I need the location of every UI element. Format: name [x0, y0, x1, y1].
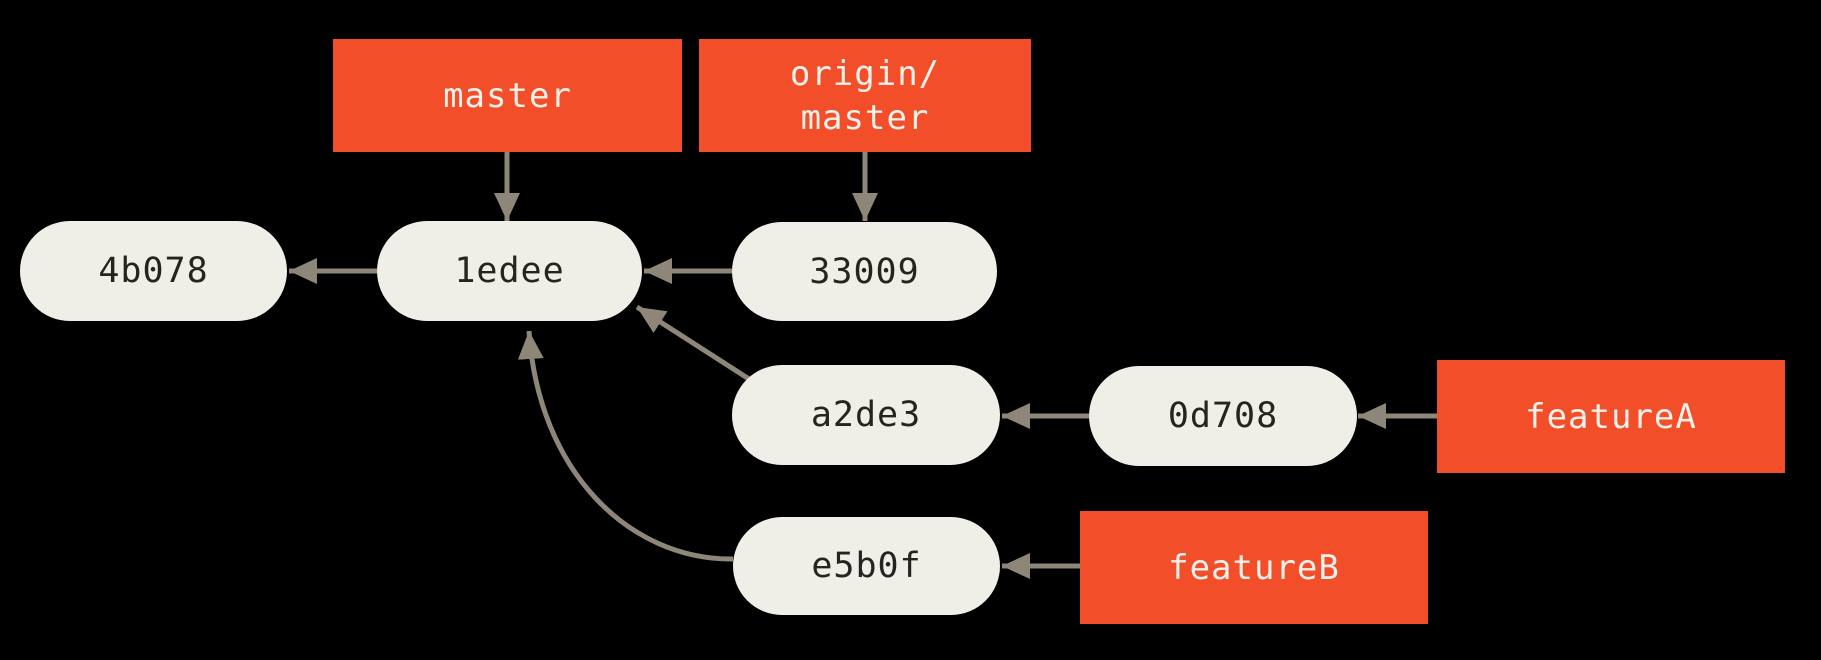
commit-node-33009: 33009	[732, 222, 997, 321]
branch-label-featureA: featureA	[1437, 360, 1785, 473]
branch-label-featureB: featureB	[1080, 511, 1428, 624]
commit-node-1edee: 1edee	[377, 221, 642, 321]
commit-node-a2de3: a2de3	[732, 365, 1000, 465]
branch-label-master: master	[333, 39, 682, 152]
branch-label-origin-master: origin/ master	[699, 39, 1031, 152]
commit-node-4b078: 4b078	[20, 221, 287, 321]
edge-e5b0f-to-1edee	[517, 330, 734, 562]
commit-node-e5b0f: e5b0f	[733, 517, 1000, 615]
commit-node-0d708: 0d708	[1089, 366, 1357, 466]
edge-a2de3-to-1edee	[635, 304, 751, 382]
